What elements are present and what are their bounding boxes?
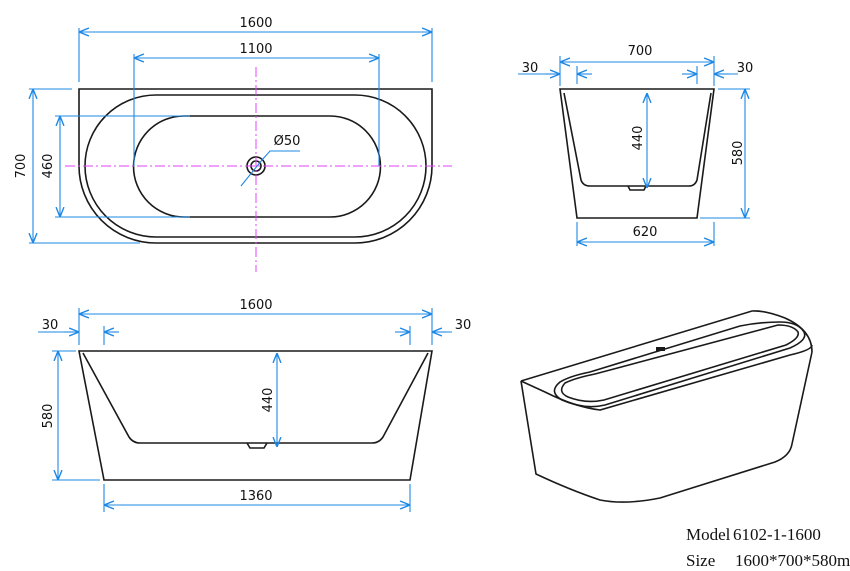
- iso-top-edge: [520, 310, 813, 382]
- isometric-view: [520, 310, 813, 503]
- size-label: Size: [686, 551, 715, 570]
- front-base-length-label: 1360: [239, 489, 272, 504]
- end-drain: [627, 185, 647, 191]
- front-drain: [246, 442, 268, 449]
- top-outer-outline: [78, 88, 433, 244]
- iso-overflow: [656, 347, 665, 351]
- iso-basin-rim: [553, 321, 806, 408]
- end-top-width-label: 700: [628, 44, 653, 59]
- front-depth-label: 440: [261, 388, 276, 413]
- model-value: 6102-1-1600: [733, 525, 821, 544]
- end-basin-outline: [563, 92, 712, 187]
- front-rim-right-label: 30: [455, 318, 472, 333]
- dim-length-label: 1600: [239, 16, 272, 31]
- top-basin-outline: [132, 115, 382, 218]
- dim-drain-label: Ø50: [274, 134, 301, 149]
- front-basin-outline: [82, 352, 429, 444]
- dim-inner-length-label: 1100: [239, 42, 272, 57]
- spec-block: Model 6102-1-1600 Size 1600*700*580mm: [686, 525, 850, 570]
- end-rim-left-label: 30: [522, 61, 539, 76]
- front-view: 1600 30 30 580 440 1360: [38, 298, 471, 512]
- end-depth-label: 440: [631, 126, 646, 151]
- end-view: 700 30 30 580 440 620: [518, 44, 753, 246]
- front-length-label: 1600: [239, 298, 272, 313]
- end-height-label: 580: [731, 141, 746, 166]
- iso-body: [520, 351, 813, 503]
- front-rim-left-label: 30: [42, 318, 59, 333]
- dim-width-label: 700: [14, 154, 29, 179]
- drain-leader: [240, 150, 300, 187]
- front-body-outline: [78, 350, 433, 481]
- front-height-label: 580: [41, 404, 56, 429]
- end-base-width-label: 620: [633, 225, 658, 240]
- dim-inner-width-label: 460: [41, 154, 56, 179]
- iso-front-lip: [520, 344, 813, 411]
- iso-basin-inner: [560, 324, 800, 403]
- end-body-outline: [559, 88, 715, 219]
- top-view: 1600 1100 700 460 Ø50: [14, 16, 452, 272]
- end-rim-right-label: 30: [737, 61, 754, 76]
- model-label: Model: [686, 525, 731, 544]
- top-rim-outline: [84, 94, 427, 238]
- size-value: 1600*700*580mm: [735, 551, 850, 570]
